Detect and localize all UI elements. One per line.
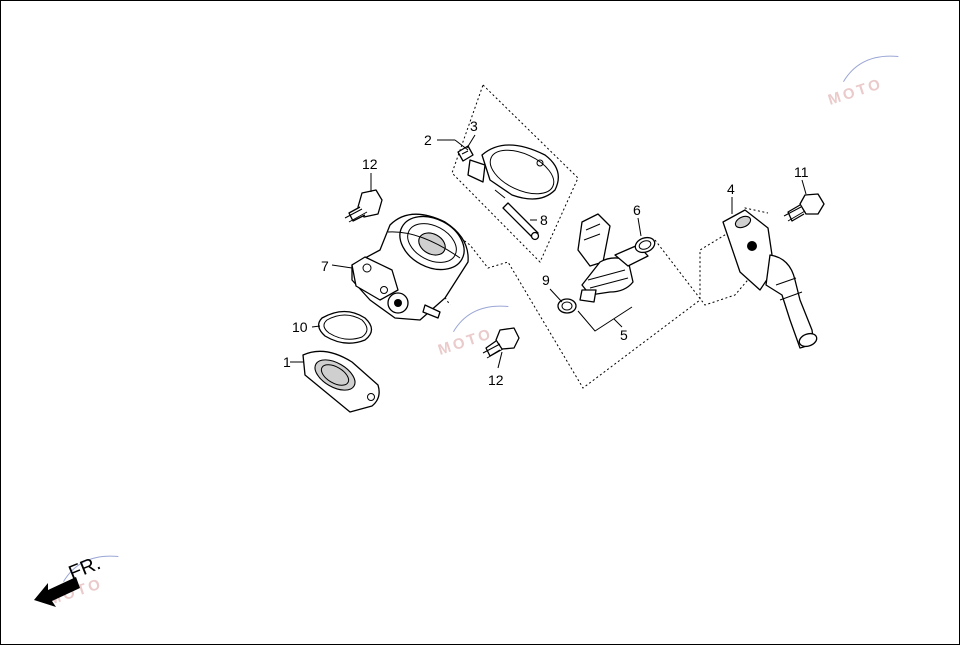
callout-12-lower: 12 [488, 372, 504, 388]
dashed-assembly-path [449, 207, 769, 389]
callout-12-upper: 12 [362, 156, 378, 172]
callout-5: 5 [620, 327, 628, 343]
bolt-12-lower [482, 327, 520, 359]
gasket-10 [318, 310, 373, 344]
spacer-plate-1 [302, 350, 380, 413]
leader-9 [549, 288, 563, 303]
callout-2: 2 [424, 132, 432, 148]
callout-11: 11 [794, 164, 809, 180]
svg-text:MOTO: MOTO [826, 75, 885, 109]
callout-4: 4 [727, 181, 735, 197]
arrow-left-icon [34, 577, 80, 607]
leader-2b [454, 139, 469, 151]
clamp-band-2 [467, 144, 559, 200]
callout-9: 9 [542, 272, 550, 288]
fuel-joint-4 [722, 209, 818, 349]
bolt-11 [783, 193, 825, 222]
o-ring-6 [634, 236, 656, 254]
dashed-group-bracket [451, 84, 579, 263]
callout-3: 3 [470, 118, 478, 134]
throttle-body-7 [351, 213, 469, 321]
leader-3 [466, 134, 476, 149]
leader-5-bracket [577, 306, 633, 332]
callout-7: 7 [321, 258, 329, 274]
pin-8 [502, 202, 540, 241]
watermark-top-right: MOTO [826, 55, 899, 109]
leader-12-lower [497, 351, 503, 369]
leader-7 [331, 264, 353, 269]
dashed-injector-path [654, 239, 759, 306]
leader-10 [311, 325, 321, 328]
leader-5 [613, 318, 623, 328]
bolt-12-upper [344, 189, 383, 223]
leader-11 [801, 179, 807, 195]
svg-text:MOTO: MOTO [436, 325, 495, 359]
callout-10: 10 [292, 319, 308, 335]
injector-5 [577, 213, 649, 303]
callout-8: 8 [540, 212, 548, 228]
seal-9 [557, 298, 577, 314]
callout-6: 6 [633, 202, 641, 218]
leader-6 [637, 217, 642, 237]
callout-1: 1 [283, 354, 291, 370]
